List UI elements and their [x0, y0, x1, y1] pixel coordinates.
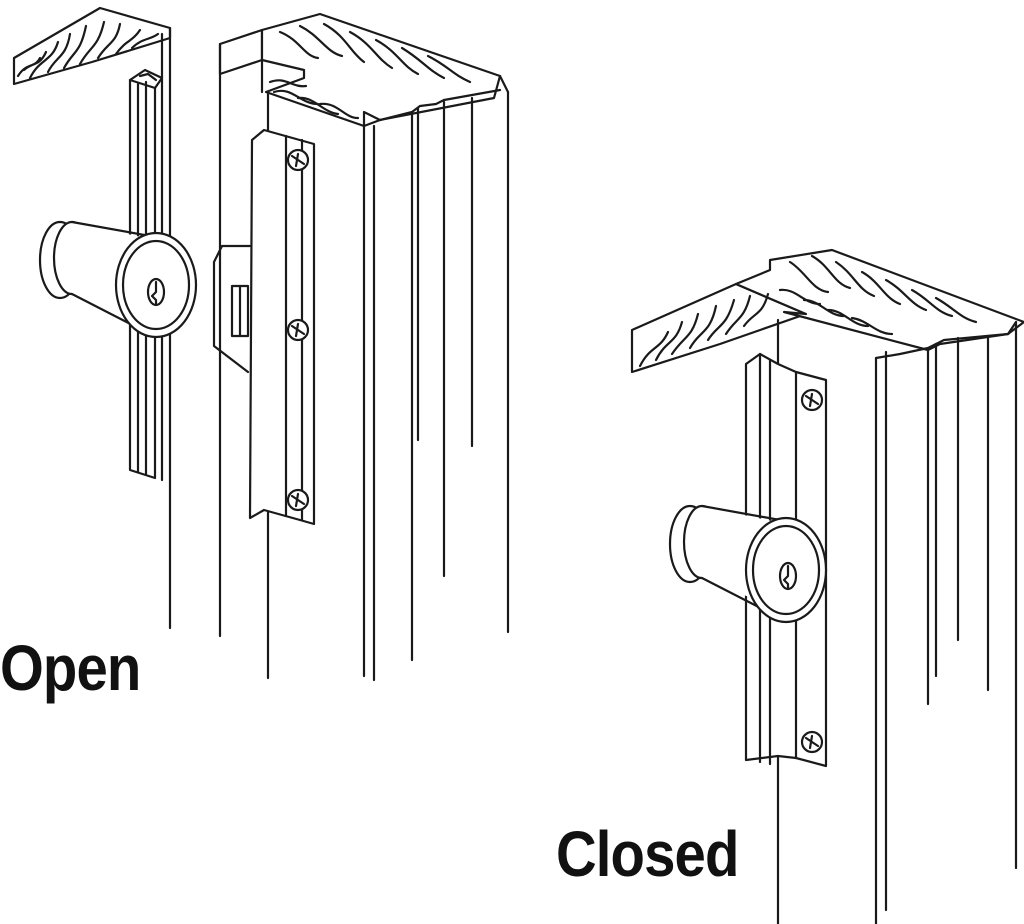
open-door-top: [12, 6, 172, 86]
open-illustration: [12, 6, 510, 682]
open-latch-guard-plate: [248, 128, 316, 526]
closed-frame-top: [630, 248, 1024, 374]
open-door-frame: [218, 12, 510, 682]
closed-label: Closed: [556, 818, 739, 890]
closed-doorknob: [668, 504, 828, 624]
open-label: Open: [0, 632, 141, 704]
open-doorknob: [38, 220, 198, 339]
open-strike-plate: [212, 244, 252, 374]
closed-illustration: [630, 248, 1024, 924]
